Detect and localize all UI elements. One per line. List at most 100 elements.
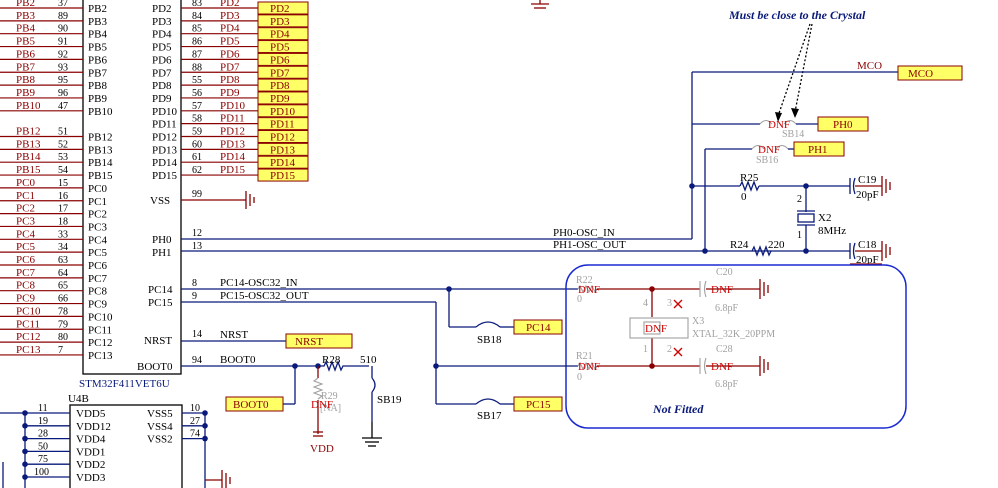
r28-ref: R28: [322, 354, 341, 366]
pin-name-PB15: PB15: [88, 170, 113, 182]
mco-net: MCO: [857, 60, 882, 72]
pin-name-PD9: PD9: [152, 93, 172, 105]
port-tag-PD12[interactable]: [257, 130, 309, 143]
port-tag-PD9[interactable]: [257, 91, 309, 105]
pin-num-PD10: 57: [192, 101, 202, 112]
pin-num-PD3: 84: [192, 11, 202, 22]
port-tag-PD8[interactable]: [257, 78, 309, 92]
c28-ref: C28: [716, 344, 733, 355]
pin-name-PB7: PB7: [88, 67, 107, 79]
port-tag-PD3[interactable]: [257, 14, 309, 28]
ph1-tag[interactable]: [793, 141, 845, 157]
u4b-pin-name-VDD5: VDD5: [76, 408, 106, 420]
sb18-ref: SB18: [477, 334, 502, 346]
x2-pin1: 1: [797, 230, 802, 241]
net-PB7: PB7: [16, 61, 35, 73]
r22-dnf: DNF: [578, 284, 600, 296]
port-tag-PD2[interactable]: [257, 1, 309, 15]
pin-num-PD13: 60: [192, 139, 202, 150]
pc14-net-label: PC14-OSC32_IN: [220, 277, 298, 289]
port-tag-PD6[interactable]: [257, 52, 309, 66]
u4b-pin-num-VDD3: 100: [34, 467, 49, 478]
ph0-tag[interactable]: [817, 116, 869, 132]
net-PC1: PC1: [16, 190, 35, 202]
ph1-pin-name: PH1: [152, 247, 172, 259]
pc15-net-label: PC15-OSC32_OUT: [220, 290, 309, 302]
pc14-tag[interactable]: [513, 319, 563, 335]
ph0-pin-num: 12: [192, 228, 202, 239]
net-PC3: PC3: [16, 215, 35, 227]
ground-icon: [759, 356, 769, 376]
port-tag-PD15[interactable]: [257, 168, 309, 182]
net-PC11: PC11: [16, 318, 40, 330]
vss-pin-name: VSS: [150, 195, 170, 207]
net-PB2: PB2: [16, 0, 35, 9]
sb19-ref: SB19: [377, 394, 402, 406]
port-tag-PD5[interactable]: [257, 40, 309, 54]
c28-dnf: DNF: [711, 361, 733, 373]
sb14-ref: SB14: [782, 129, 804, 140]
u4b-ref: U4B: [68, 393, 89, 405]
pin-num-PD6: 87: [192, 49, 202, 60]
pin-num-PC2: 17: [58, 204, 68, 215]
pin-num-PD8: 55: [192, 75, 202, 86]
port-tag-PD13[interactable]: [257, 142, 309, 156]
pin-name-PB14: PB14: [88, 157, 113, 169]
pin-num-PB2: 37: [58, 0, 68, 9]
u4b-pin-num-VDD5: 11: [38, 403, 48, 414]
u4a-body: [82, 0, 182, 375]
net-PD5: PD5: [220, 36, 240, 48]
net-PD14: PD14: [220, 151, 246, 163]
r29-ref: R29: [321, 391, 338, 402]
sb17-ref: SB17: [477, 410, 502, 422]
nrst-tag[interactable]: [285, 333, 353, 349]
pin-name-PB10: PB10: [88, 106, 113, 118]
x3-value: XTAL_32K_20PPM: [692, 329, 775, 340]
r21-value: 0: [577, 372, 582, 383]
port-tag-label-PD2: PD2: [270, 3, 290, 15]
port-tag-PD4[interactable]: [257, 27, 309, 41]
pin-name-PC11: PC11: [88, 324, 112, 336]
port-tag-label-PD13: PD13: [270, 144, 296, 156]
pin-name-PC7: PC7: [88, 273, 107, 285]
u4b-pin-num-VDD12: 19: [38, 416, 48, 427]
pin-num-PB8: 95: [58, 75, 68, 86]
net-PB9: PB9: [16, 87, 35, 99]
port-tag-PD10[interactable]: [257, 104, 309, 118]
x2-crystal-icon: [797, 213, 815, 223]
pc15-tag[interactable]: [513, 396, 563, 412]
svg-text:PH0: PH0: [833, 119, 853, 131]
port-tag-label-PD6: PD6: [270, 54, 290, 66]
net-PB15: PB15: [16, 164, 41, 176]
pin-name-PC8: PC8: [88, 286, 107, 298]
pin-name-PB2: PB2: [88, 3, 107, 15]
pin-num-PD5: 86: [192, 37, 202, 48]
u4b-pin-num-VDD1: 50: [38, 441, 48, 452]
pin-num-PB14: 53: [58, 152, 68, 163]
pin-name-PB4: PB4: [88, 29, 107, 41]
pin-name-PD15: PD15: [152, 170, 178, 182]
net-PC10: PC10: [16, 305, 41, 317]
boot0-tag[interactable]: [225, 396, 284, 412]
u4b-pin-name-VSS5: VSS5: [147, 408, 173, 420]
pin-name-PB8: PB8: [88, 80, 107, 92]
port-tag-PD7[interactable]: [257, 65, 309, 79]
pin-name-PC0: PC0: [88, 183, 107, 195]
pin-num-PC13: 7: [58, 345, 63, 356]
port-tag-PD14[interactable]: [257, 155, 309, 169]
mco-tag[interactable]: [897, 65, 963, 81]
net-PD7: PD7: [220, 61, 240, 73]
port-tag-PD11[interactable]: [257, 117, 309, 131]
svg-text:PC14: PC14: [526, 322, 551, 334]
net-PB10: PB10: [16, 100, 41, 112]
x2-ref: X2: [818, 212, 831, 224]
net-PC6: PC6: [16, 254, 35, 266]
u4b-pin-name-VDD4: VDD4: [76, 434, 106, 446]
c20-ref: C20: [716, 267, 733, 278]
port-tag-label-PD5: PD5: [270, 42, 290, 54]
port-tag-label-PD15: PD15: [270, 170, 296, 182]
r22-value: 0: [577, 294, 582, 305]
